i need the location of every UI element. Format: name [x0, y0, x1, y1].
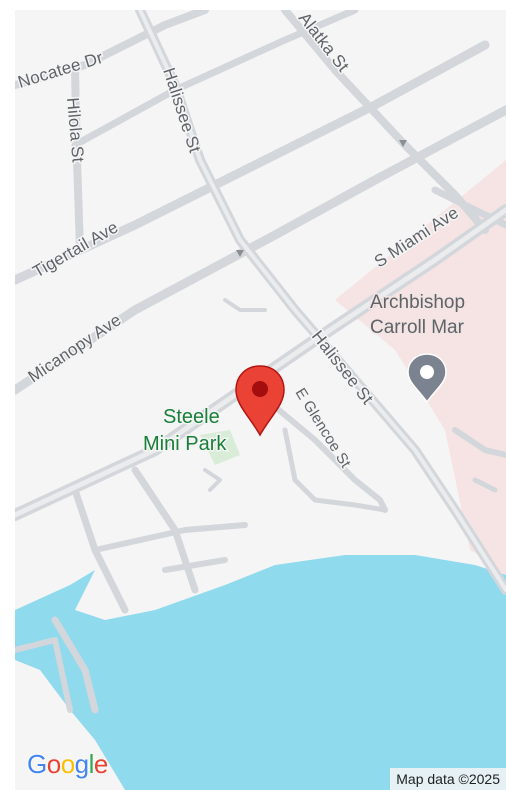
map-attribution: Map data ©2025 — [390, 768, 506, 790]
map-canvas[interactable]: Nocatee Dr Hilola St Halissee St Alatka … — [15, 10, 506, 790]
logo-letter: o — [60, 749, 75, 779]
location-pin-icon[interactable] — [235, 365, 285, 437]
logo-letter: o — [46, 749, 61, 779]
one-way-arrow-icon — [399, 140, 407, 147]
poi-label-line2: Carroll Mar — [370, 317, 465, 338]
poi-label-line1: Archbishop — [370, 292, 465, 313]
poi-pin-icon[interactable] — [407, 353, 447, 404]
logo-letter: G — [27, 749, 47, 779]
park-label-line2: Mini Park — [143, 433, 227, 455]
one-way-arrow-icon — [236, 250, 244, 257]
map-view[interactable]: Nocatee Dr Hilola St Halissee St Alatka … — [15, 10, 506, 790]
water-body — [15, 555, 506, 790]
park-area — [200, 430, 240, 465]
google-logo: Google — [27, 749, 108, 780]
logo-letter: e — [93, 749, 108, 779]
park-label-line1: Steele — [163, 406, 220, 428]
road-highlights — [15, 10, 506, 592]
logo-letter: g — [74, 749, 89, 779]
one-way-arrows — [236, 140, 407, 257]
logo-letter: l — [88, 749, 95, 779]
